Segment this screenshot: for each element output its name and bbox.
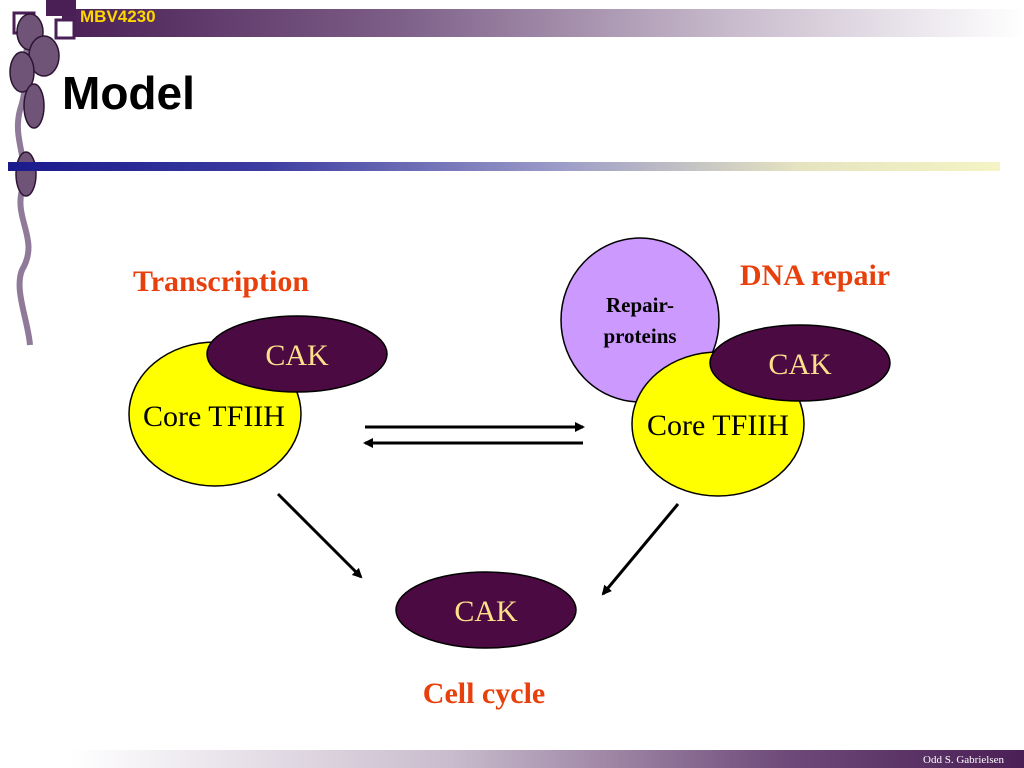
header-bar [62,9,1024,37]
repair-proteins-label-line1: Repair- [606,293,674,317]
deco-bead [9,51,35,93]
center-cak-label: CAK [454,595,518,628]
title-underline [8,162,1000,171]
decorative-beads-graphic [9,0,76,346]
right-cak-label: CAK [768,348,832,381]
left-cak-shape [206,315,388,393]
deco-square [54,18,76,40]
footer-author: Odd S. Gabrielsen [923,754,1004,766]
repair-proteins-label-line2: proteins [603,324,676,348]
footer-bar [70,750,1024,768]
left-core-tfiih-label: Core TFIIH [143,400,285,433]
right-cak-shape [709,324,891,402]
deco-square [46,0,76,16]
deco-bead [23,83,45,129]
repair-to-cell-cycle-arrow [601,503,680,596]
dna-repair-label: DNA repair [740,259,890,292]
center-cak-shape [395,571,577,649]
transcription-label: Transcription [133,265,309,298]
cell-cycle-label: Cell cycle [423,677,545,710]
page-title: Model [62,67,195,119]
course-code: MBV4230 [80,7,156,26]
right-core-tfiih-label: Core TFIIH [647,409,789,442]
transcription-to-cell-cycle-arrow [276,492,363,579]
left-cak-label: CAK [265,339,329,372]
